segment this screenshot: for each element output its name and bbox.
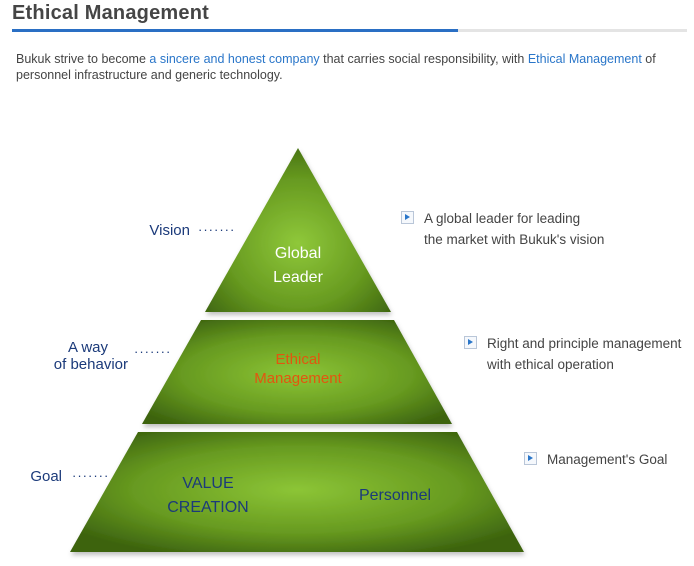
label-goal-dots: ·······	[72, 468, 110, 483]
note-vision-line-1: A global leader for leading	[424, 211, 581, 226]
tier-middle-line-2: Management	[254, 370, 342, 387]
note-vision-line-2: the market with Bukuk's vision	[424, 232, 605, 247]
label-behavior-line-1: A way	[67, 339, 108, 356]
intro-text: Bukuk strive to become a sincere and hon…	[16, 51, 688, 83]
label-vision: Vision	[149, 222, 190, 239]
intro-part-3: of personnel infrastructure and generic …	[16, 52, 656, 82]
note-goal-text: Management's Goal	[547, 452, 668, 467]
title-divider-accent	[12, 29, 458, 32]
tier-top-line-1: Global	[274, 245, 322, 262]
page-title: Ethical Management	[12, 2, 209, 24]
label-behavior-dots: ·······	[134, 344, 172, 359]
note-behavior-line-1: Right and principle management	[487, 336, 682, 351]
bullet-arrow-icon	[524, 452, 537, 465]
note-vision: A global leader for leading the market w…	[401, 208, 604, 250]
label-behavior: A way of behavior	[30, 339, 128, 373]
intro-highlight-ethical: Ethical Management	[527, 52, 642, 66]
pyramid-tier-middle	[142, 320, 452, 424]
label-vision-dots: ·······	[198, 222, 236, 237]
bullet-arrow-icon	[464, 336, 477, 349]
note-behavior: Right and principle management with ethi…	[464, 333, 681, 375]
note-goal: Management's Goal	[524, 449, 667, 470]
tier-top-text: Global Leader	[248, 242, 348, 290]
tier-bottom-line-2: CREATION	[167, 499, 249, 516]
title-divider	[12, 29, 687, 32]
bullet-arrow-icon	[401, 211, 414, 224]
tier-top-line-2: Leader	[273, 269, 323, 286]
intro-highlight-company: a sincere and honest company	[149, 52, 320, 66]
label-goal: Goal	[30, 468, 62, 485]
note-behavior-line-2: with ethical operation	[487, 357, 614, 372]
tier-bottom-right-text: Personnel	[358, 487, 432, 504]
tier-bottom-left-text: VALUE CREATION	[148, 472, 268, 520]
label-behavior-line-2: of behavior	[53, 356, 128, 373]
intro-part-2: that carries social responsibility, with	[319, 52, 528, 66]
tier-bottom-line-1: VALUE	[182, 475, 234, 492]
pyramid-tier-bottom	[70, 432, 524, 552]
tier-middle-text: Ethical Management	[228, 350, 368, 388]
intro-part-1: Bukuk strive to become	[16, 52, 150, 66]
tier-middle-line-1: Ethical	[275, 351, 321, 368]
pyramid-tier-top	[205, 148, 391, 312]
